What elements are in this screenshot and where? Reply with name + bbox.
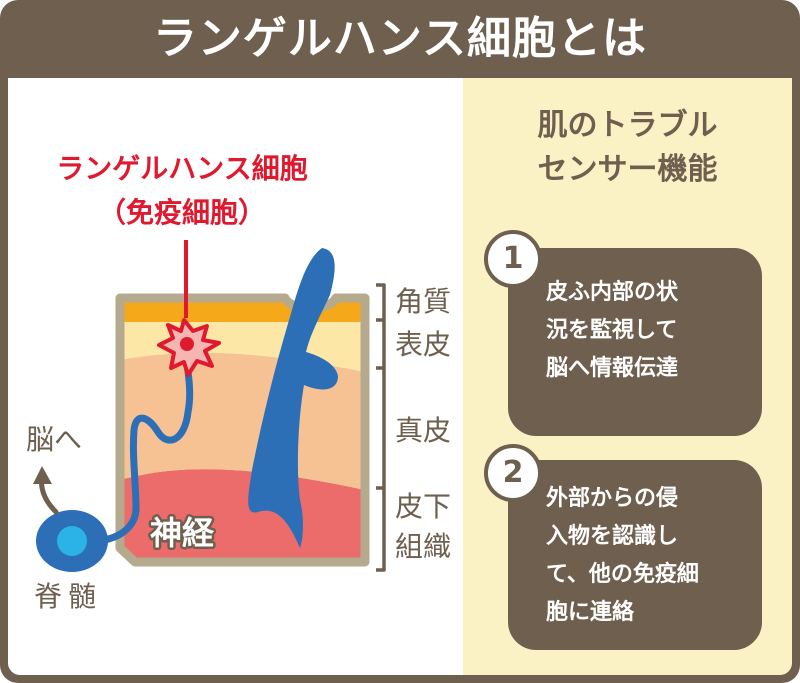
sensor-item-1-line3: 脳へ情報伝達 — [546, 356, 679, 381]
sensor-item-1-line1: 皮ふ内部の状 — [546, 280, 679, 305]
sensor-item-1-line2: 況を監視して — [546, 318, 678, 343]
page-title: ランゲルハンス細胞とは — [152, 13, 648, 64]
spine-label: 脊髄 — [34, 580, 102, 613]
layer-bracket — [376, 283, 386, 572]
sensor-heading-line1: 肌のトラブル — [537, 108, 718, 143]
brain-label: 脳へ — [26, 423, 82, 456]
nerve-fiber — [100, 346, 194, 544]
callout-label-line1: ランゲルハンス細胞 — [56, 152, 307, 185]
sensor-item-2: 外部からの侵 入物を認識し て、他の免疫細 胞に連絡 — [508, 460, 762, 650]
layer-label-subcutis-line1: 皮下 — [395, 490, 451, 523]
sensor-item-2-line1: 外部からの侵 — [546, 486, 679, 511]
spinal-cord-center-icon — [57, 526, 87, 556]
callout-label-line2: （免疫細胞） — [98, 196, 266, 229]
sensor-heading: 肌のトラブル センサー機能 — [463, 104, 792, 192]
brain-arrowhead-icon — [33, 466, 52, 484]
number-badge-1: 1 — [484, 230, 542, 288]
sensor-item-1: 皮ふ内部の状 況を監視して 脳へ情報伝達 — [508, 248, 762, 436]
nerve-label: 神経 — [150, 514, 215, 552]
dermis-layer — [120, 352, 365, 490]
langerhans-cell-nucleus — [180, 337, 194, 351]
sensor-item-2-line2: 入物を認識し — [546, 524, 679, 549]
subcutis-layer — [120, 469, 365, 558]
layer-label-epidermis: 表皮 — [395, 328, 451, 361]
sensor-item-2-line4: 胞に連絡 — [546, 600, 635, 625]
layer-label-stratum-corneum: 角質 — [395, 285, 451, 318]
sensor-heading-line2: センサー機能 — [537, 152, 718, 187]
number-badge-2: 2 — [484, 444, 542, 502]
hair-follicle — [248, 248, 338, 548]
sensor-item-2-line3: て、他の免疫細 — [546, 562, 699, 587]
layer-label-dermis: 真皮 — [395, 414, 451, 447]
layer-label-subcutis-line2: 組織 — [395, 530, 451, 563]
